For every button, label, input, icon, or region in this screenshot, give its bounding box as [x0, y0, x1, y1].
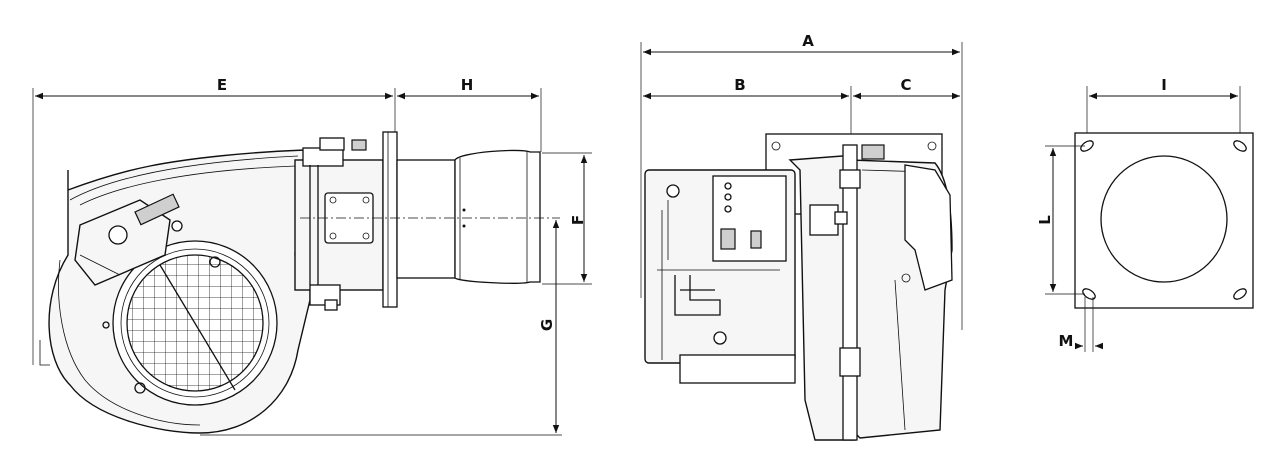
air-damper-unit	[74, 193, 183, 286]
dimension-l: L	[1036, 145, 1085, 295]
bolt-hole	[1233, 140, 1247, 152]
dimension-a: A	[640, 32, 963, 330]
switch-icon	[720, 228, 736, 250]
indicator-icon	[750, 230, 762, 249]
mounting-flange	[382, 131, 398, 308]
dimension-label-g: G	[538, 319, 556, 331]
mounting-flange-view: I L M	[1036, 76, 1254, 352]
dimension-g: G	[200, 220, 562, 436]
dimension-label-i: I	[1161, 76, 1167, 94]
dimension-label-f: F	[569, 215, 587, 225]
burner-front-view: A B C	[640, 32, 963, 441]
dimension-label-l: L	[1036, 215, 1054, 225]
dimension-label-m: M	[1059, 332, 1074, 350]
dimension-e: E	[32, 76, 396, 365]
air-intake-grille	[102, 240, 278, 406]
dimension-label-e: E	[217, 76, 227, 94]
dimension-label-c: C	[900, 76, 911, 94]
bolt-hole	[1233, 288, 1247, 300]
burner-side-view: E H	[32, 76, 592, 436]
bolt-hole	[1082, 288, 1096, 300]
dimension-label-b: B	[734, 76, 745, 94]
dimension-label-h: H	[461, 76, 474, 94]
dimension-h: H	[397, 76, 542, 152]
dimension-m: M	[1059, 297, 1103, 352]
dimension-c: C	[853, 76, 960, 100]
dimension-label-a: A	[802, 32, 814, 50]
front-divider-bar	[842, 144, 858, 441]
blast-tube	[396, 149, 541, 284]
dimension-b: B	[643, 76, 852, 140]
control-panel-box	[644, 169, 796, 384]
dimension-f: F	[542, 152, 592, 285]
bolt-hole	[1080, 140, 1094, 152]
flange-bore	[1100, 155, 1228, 283]
